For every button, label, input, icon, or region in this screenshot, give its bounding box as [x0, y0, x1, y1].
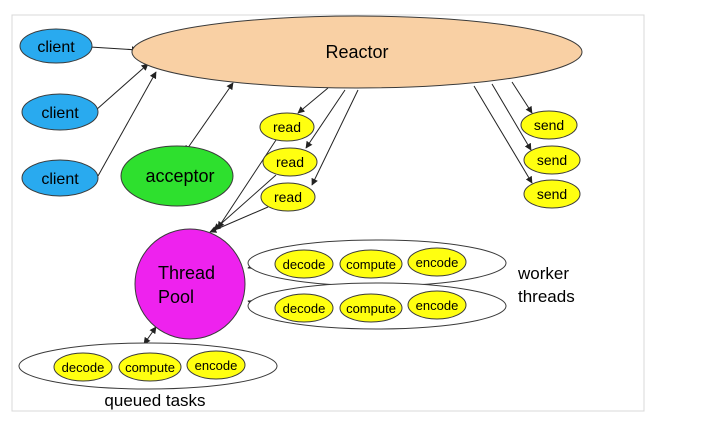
- task-decode: [274, 293, 334, 323]
- queued-tasks-label: queued tasks: [104, 391, 205, 410]
- client-label: client: [41, 171, 79, 188]
- task-label: compute: [346, 257, 396, 272]
- task-label: compute: [346, 301, 396, 316]
- worker-thread-row-2: decode compute encode: [247, 282, 507, 330]
- diagram-frame: [11, 14, 645, 412]
- task-encode: [186, 350, 246, 380]
- client-node-3: client: [21, 159, 99, 197]
- arrow-client-3-reactor: [97, 71, 157, 177]
- thread-pool-node: Thread Pool: [134, 228, 246, 340]
- arrow-reactor-read-1: [297, 87, 329, 114]
- task-encode: [407, 290, 467, 320]
- task-label: decode: [62, 360, 105, 375]
- task-encode: [407, 247, 467, 277]
- read-label: read: [273, 119, 301, 135]
- task-decode: [53, 352, 113, 382]
- read-node-1: read: [259, 112, 315, 142]
- send-label: send: [534, 117, 564, 133]
- send-label: send: [537, 186, 567, 202]
- arrow-reactor-send-1: [511, 81, 533, 114]
- task-compute: [118, 352, 182, 382]
- arrow-read-2-threadpool: [213, 174, 277, 231]
- client-label: client: [41, 105, 79, 122]
- task-compute: [339, 249, 403, 279]
- task-label: encode: [416, 298, 459, 313]
- arrow-reactor-read-2: [305, 89, 346, 149]
- arrow-reactor-read-3: [311, 89, 359, 186]
- arrow-reactor-send-3: [473, 85, 533, 184]
- task-label: decode: [283, 257, 326, 272]
- arrow-threadpool-queue: [143, 326, 157, 345]
- connectors: [89, 46, 533, 345]
- thread-pool-label-line-1: Thread: [158, 263, 215, 283]
- thread-pool-label-line-2: Pool: [158, 287, 194, 307]
- acceptor-node: acceptor: [120, 145, 234, 207]
- worker-threads-label-line-1: worker: [517, 264, 569, 283]
- arrow-acceptor-reactor: [184, 82, 234, 153]
- arrow-client-1-reactor: [89, 46, 139, 54]
- client-node-1: client: [19, 28, 93, 64]
- reactor-node: Reactor: [131, 15, 583, 89]
- send-node-2: send: [523, 145, 581, 175]
- queued-tasks-row: decode compute encode: [18, 342, 278, 390]
- client-node-2: client: [21, 93, 99, 131]
- arrow-read-3-threadpool: [209, 206, 269, 233]
- worker-thread-row-1: decode compute encode: [247, 239, 507, 287]
- task-compute: [339, 293, 403, 323]
- task-label: compute: [125, 360, 175, 375]
- worker-threads-label-line-2: threads: [518, 287, 575, 306]
- read-node-2: read: [262, 147, 318, 177]
- task-decode: [274, 249, 334, 279]
- acceptor-label: acceptor: [145, 166, 214, 186]
- send-label: send: [537, 152, 567, 168]
- task-label: encode: [195, 358, 238, 373]
- send-node-3: send: [523, 179, 581, 209]
- arrow-reactor-send-2: [491, 83, 532, 151]
- task-label: decode: [283, 301, 326, 316]
- task-label: encode: [416, 255, 459, 270]
- send-node-1: send: [520, 110, 578, 140]
- read-label: read: [276, 154, 304, 170]
- arrow-client-2-reactor: [95, 63, 149, 111]
- read-label: read: [274, 189, 302, 205]
- read-node-3: read: [260, 182, 316, 212]
- reactor-label: Reactor: [325, 42, 388, 62]
- client-label: client: [37, 39, 75, 56]
